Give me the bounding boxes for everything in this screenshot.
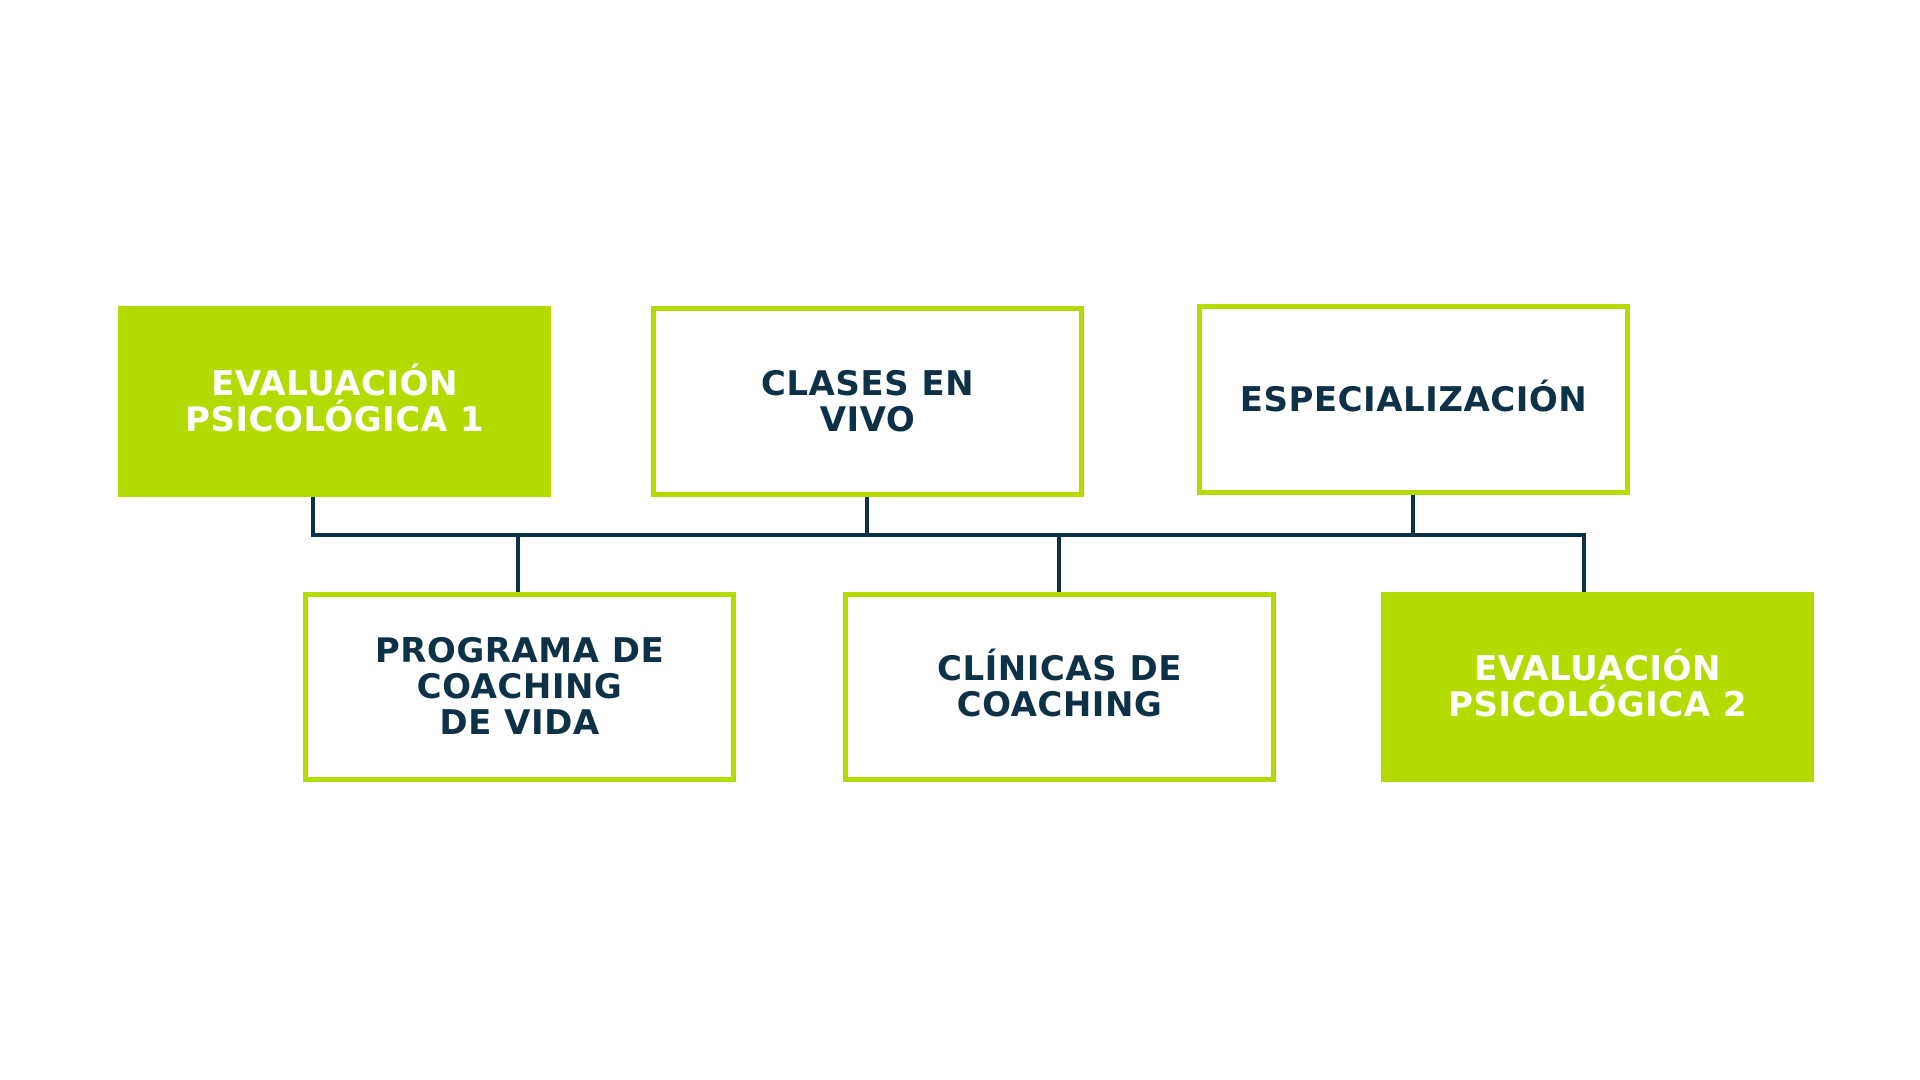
node-programa-coaching-vida: PROGRAMA DE COACHING DE VIDA: [303, 592, 736, 782]
node-clinicas-coaching: CLÍNICAS DE COACHING: [843, 592, 1276, 782]
node-clases-en-vivo: CLASES EN VIVO: [651, 306, 1084, 497]
node-especializacion: ESPECIALIZACIÓN: [1197, 304, 1630, 495]
node-evaluacion-psicologica-2: EVALUACIÓN PSICOLÓGICA 2: [1381, 592, 1814, 782]
node-evaluacion-psicologica-1: EVALUACIÓN PSICOLÓGICA 1: [118, 306, 551, 497]
